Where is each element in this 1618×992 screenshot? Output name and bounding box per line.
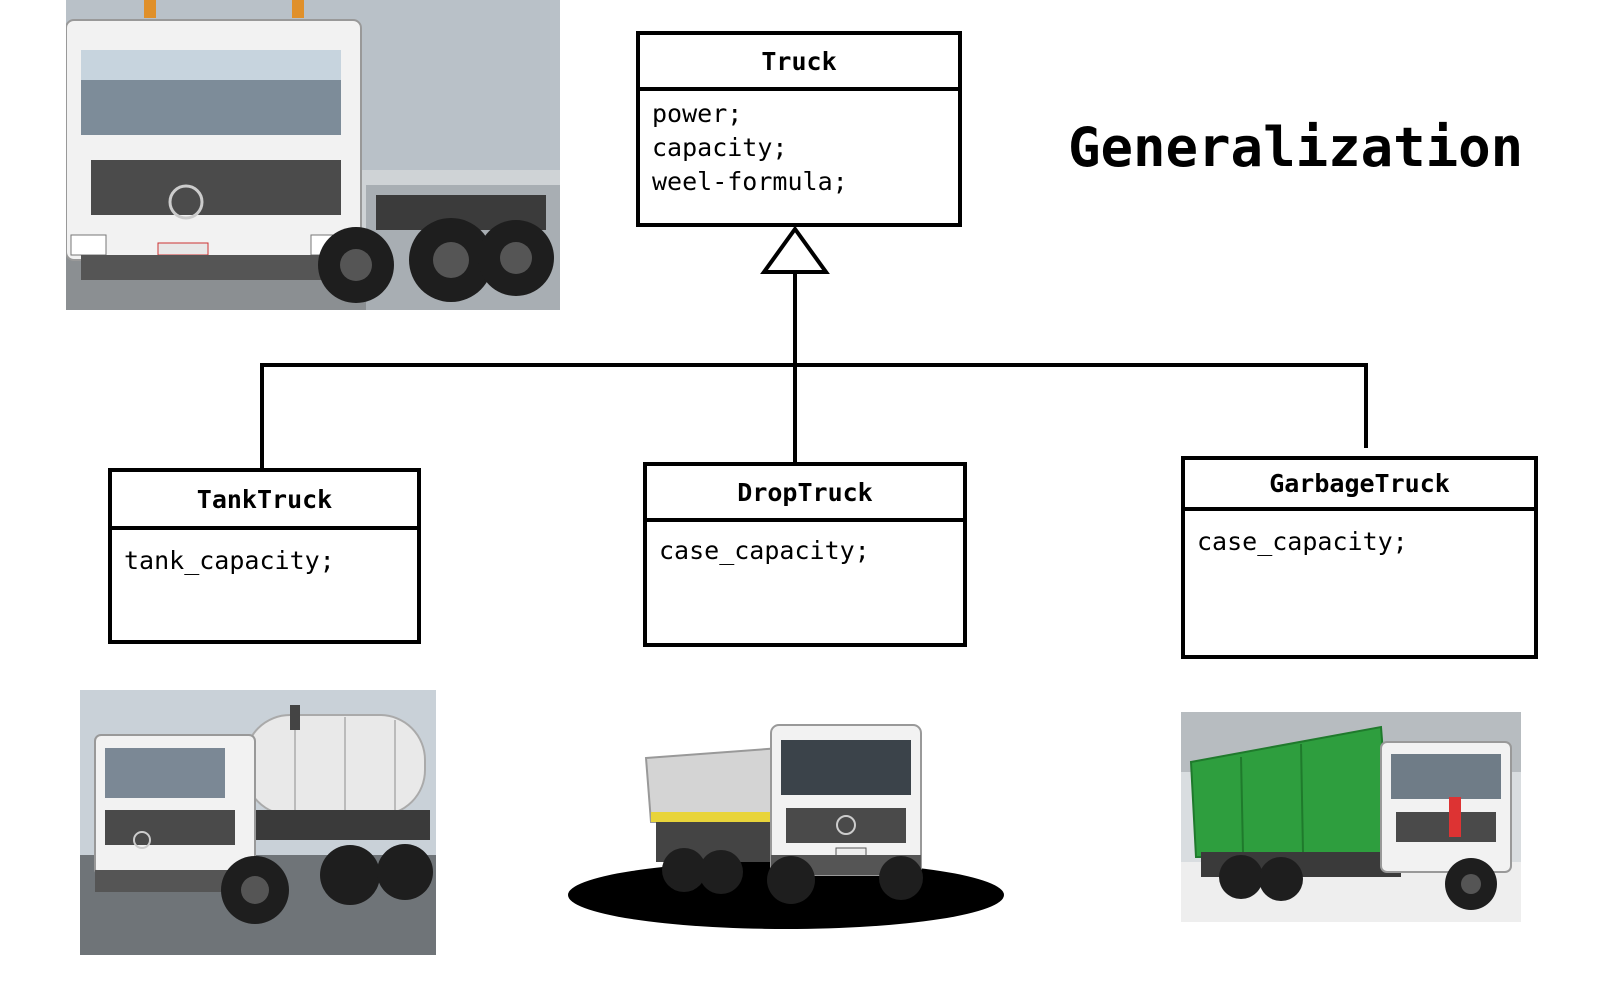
class-garbagetruck: GarbageTruck case_capacity;	[1181, 456, 1538, 659]
class-tanktruck-attribute: tank_capacity;	[124, 546, 335, 575]
class-tanktruck-name: TankTruck	[112, 472, 417, 530]
class-garbagetruck-attribute: case_capacity;	[1197, 527, 1408, 556]
class-truck-attribute: power;	[652, 99, 743, 128]
generalization-arrowhead	[760, 225, 830, 274]
class-droptruck-attributes: case_capacity;	[647, 522, 963, 574]
class-tanktruck-attributes: tank_capacity;	[112, 530, 417, 584]
drop-truck-photo	[568, 724, 1004, 929]
class-truck-attribute: capacity;	[652, 133, 788, 162]
class-truck-attribute: weel-formula;	[652, 167, 848, 196]
base-truck-photo	[66, 0, 560, 310]
class-garbagetruck-attributes: case_capacity;	[1185, 511, 1534, 565]
class-truck-name: Truck	[640, 35, 958, 91]
class-truck-attributes: power; capacity; weel-formula;	[640, 91, 958, 205]
class-garbagetruck-name: GarbageTruck	[1185, 460, 1534, 511]
class-truck: Truck power; capacity; weel-formula;	[636, 31, 962, 227]
class-droptruck-name: DropTruck	[647, 466, 963, 522]
class-droptruck-attribute: case_capacity;	[659, 536, 870, 565]
diagram-title: Generalization	[1068, 116, 1524, 179]
class-droptruck: DropTruck case_capacity;	[643, 462, 967, 647]
garbage-truck-photo	[1181, 712, 1521, 922]
class-tanktruck: TankTruck tank_capacity;	[108, 468, 421, 644]
tank-truck-photo	[80, 690, 436, 955]
